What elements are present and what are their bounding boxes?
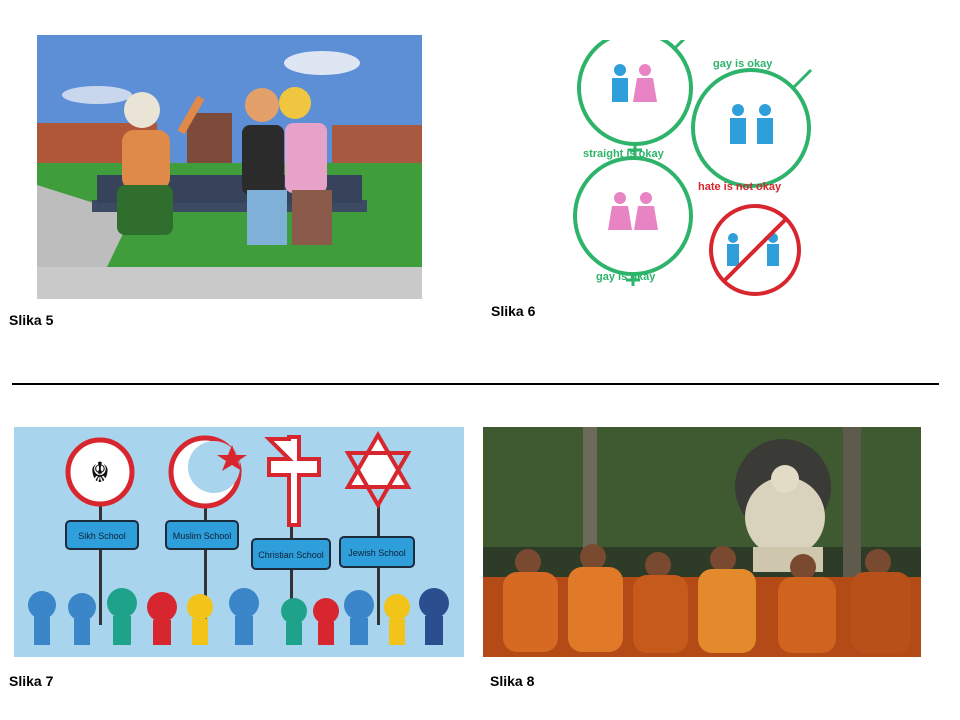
figure-8-caption: Slika 8	[490, 673, 535, 689]
sign-jewish: Jewish School	[348, 548, 406, 558]
sign-christian: Christian School	[258, 550, 324, 560]
figure-5-image	[37, 35, 422, 299]
person-icon	[612, 64, 657, 102]
figure-7-image: ☬ Sikh School Muslim School Christian Sc…	[14, 427, 464, 657]
label-gay-top: gay is okay	[713, 58, 773, 70]
figure-7-caption: Slika 7	[9, 673, 54, 689]
monks-group	[483, 544, 921, 657]
sign-muslim: Muslim School	[173, 531, 232, 541]
children-row	[28, 588, 449, 645]
figure-5-caption: Slika 5	[9, 312, 54, 328]
figure-6-caption: Slika 6	[491, 303, 536, 319]
label-hate: hate is not okay	[698, 181, 782, 193]
section-divider	[12, 383, 939, 385]
figure-6-image: straight is okay gay is okay hate is not…	[565, 40, 833, 300]
sign-sikh: Sikh School	[78, 531, 126, 541]
svg-text:☬: ☬	[90, 457, 110, 488]
label-gay-bottom: gay is okay	[596, 271, 656, 283]
label-straight: straight is okay	[583, 148, 665, 160]
figure-8-image	[483, 427, 921, 657]
